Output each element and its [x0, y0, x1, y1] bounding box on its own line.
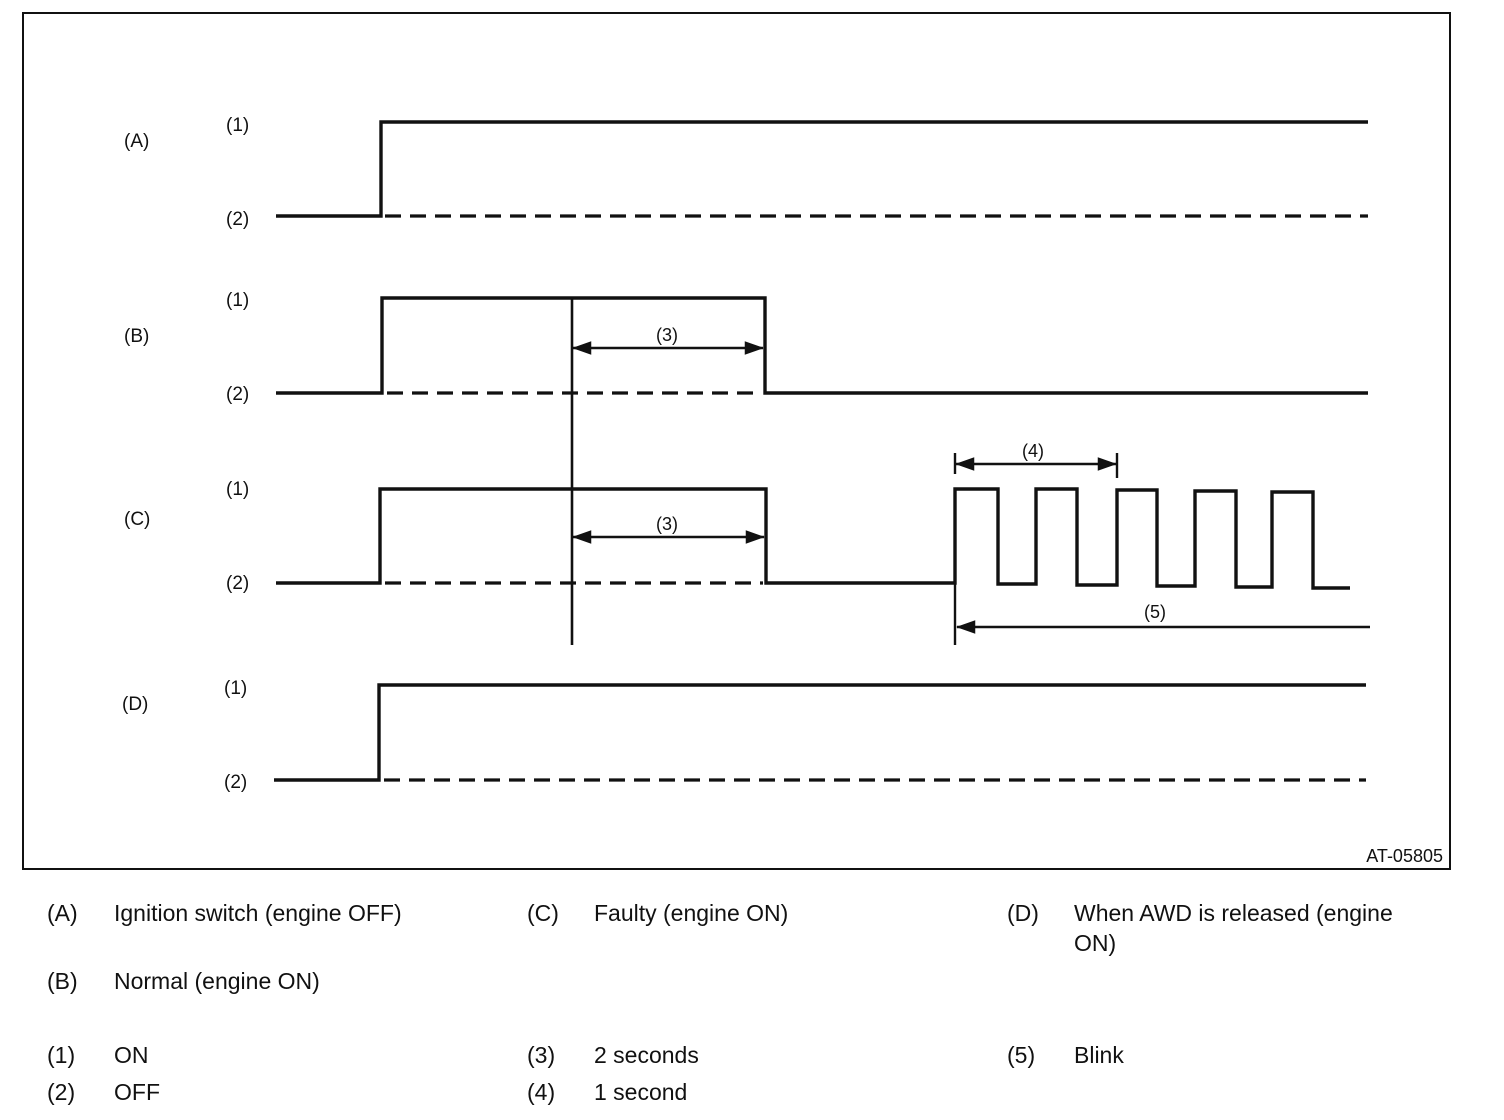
legend-code: (4) — [527, 1079, 556, 1105]
row-b-off-label: (2) — [226, 384, 249, 405]
row-b-on-label: (1) — [226, 290, 249, 311]
row-a-signal — [276, 120, 1368, 218]
row-b-label: (B) — [124, 326, 149, 347]
legend-code: (B) — [47, 968, 78, 994]
legend-code: (5) — [1007, 1042, 1036, 1068]
legend-code: (D) — [1007, 900, 1039, 926]
row-d-on-label: (1) — [224, 678, 247, 699]
row-d-off-label: (2) — [224, 772, 247, 793]
legend-text: Ignition switch (engine OFF) — [114, 900, 402, 926]
legend-text: Faulty (engine ON) — [594, 900, 789, 926]
legend-code: (1) — [47, 1042, 76, 1068]
legend-text: Blink — [1074, 1042, 1124, 1068]
timing-diagram: (A) (1) (2) (B) (1) (2) (3) (C) (1) (2) … — [22, 12, 1451, 870]
row-c-on-label: (1) — [226, 479, 249, 500]
legend-text: 2 seconds — [594, 1042, 699, 1068]
legend-code: (3) — [527, 1042, 556, 1068]
legend-text: 1 second — [594, 1079, 688, 1105]
legend-text: OFF — [114, 1079, 160, 1105]
legend-text: When AWD is released (engine ON) — [1074, 900, 1393, 956]
legend-code: (A) — [47, 900, 78, 926]
row-a-label: (A) — [124, 131, 149, 152]
legend-text: Normal (engine ON) — [114, 968, 320, 994]
row-c-label: (C) — [124, 509, 150, 530]
period-label: (4) — [1022, 441, 1044, 461]
row-d-signal — [274, 683, 1366, 782]
legend-code: (C) — [527, 900, 559, 926]
row-b-signal — [276, 296, 1368, 395]
row-b-interval-label: (3) — [656, 325, 678, 345]
legend-text: ON — [114, 1042, 149, 1068]
row-a-on-label: (1) — [226, 115, 249, 136]
figure-id: AT-05805 — [1366, 846, 1443, 866]
legend-code: (2) — [47, 1079, 76, 1105]
row-d-label: (D) — [122, 694, 148, 715]
row-c-signal — [276, 487, 1350, 590]
row-a-off-label: (2) — [226, 209, 249, 230]
blink-label: (5) — [1144, 602, 1166, 622]
row-c-off-label: (2) — [226, 573, 249, 594]
row-c-interval-label: (3) — [656, 514, 678, 534]
diagram-frame — [22, 12, 1451, 870]
